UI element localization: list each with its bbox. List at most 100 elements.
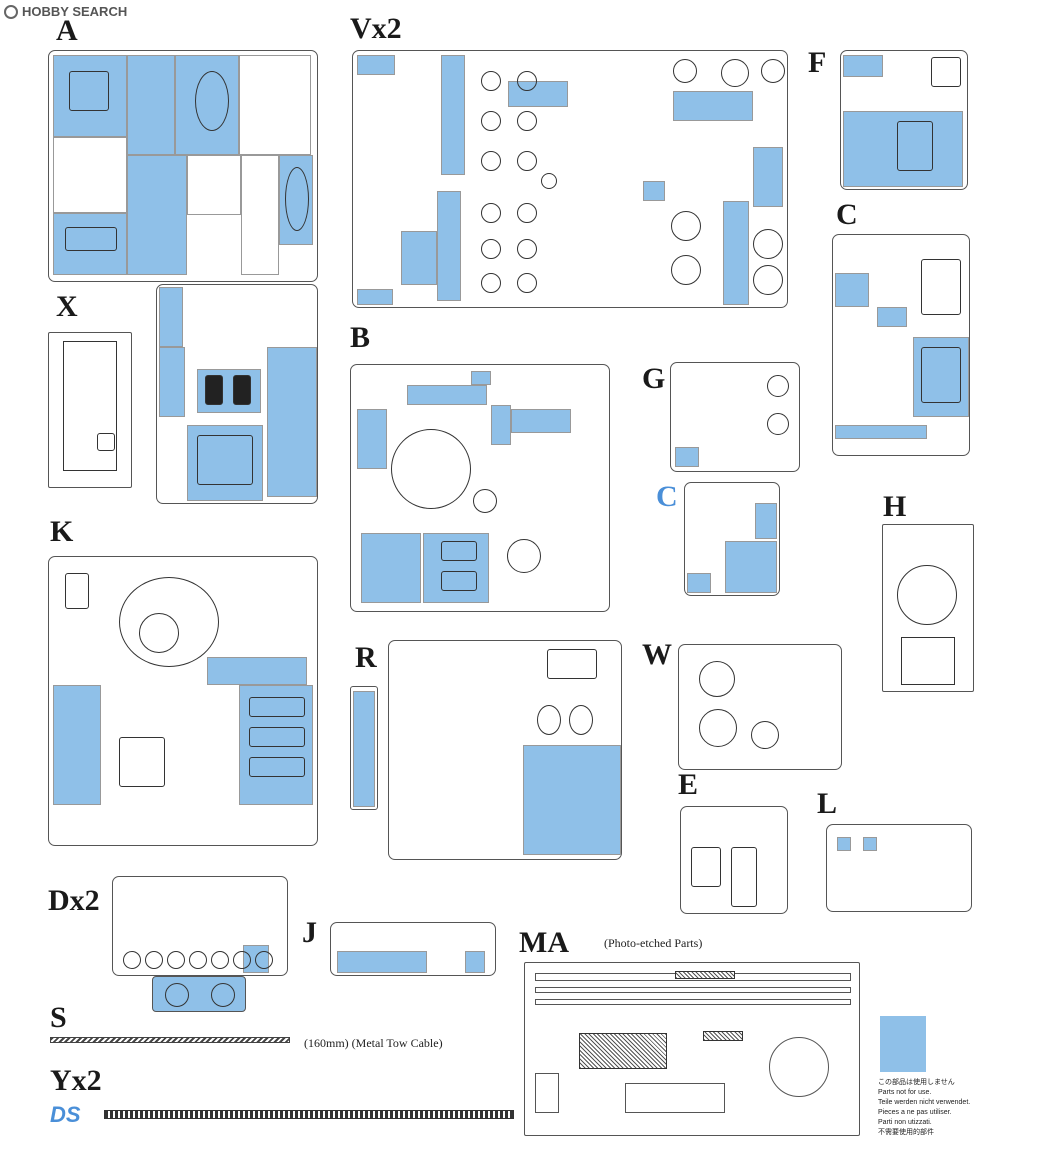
part-cell xyxy=(837,837,851,851)
pe-part xyxy=(769,1037,829,1097)
part-cell xyxy=(511,409,571,433)
part-cell xyxy=(241,155,279,275)
wheel xyxy=(255,951,273,969)
sprocket xyxy=(671,211,701,241)
ma-caption: (Photo-etched Parts) xyxy=(604,936,703,950)
part-cell xyxy=(913,337,969,417)
part-cell xyxy=(523,745,621,855)
part xyxy=(233,375,251,405)
part xyxy=(195,71,229,131)
sprue-d-lower xyxy=(152,976,246,1012)
wheel xyxy=(481,203,501,223)
turret xyxy=(119,577,219,667)
part xyxy=(699,661,735,697)
part xyxy=(441,571,477,591)
wheel xyxy=(481,151,501,171)
wheel xyxy=(233,951,251,969)
wheel xyxy=(517,71,537,91)
ds-track-link xyxy=(104,1110,514,1119)
part xyxy=(897,565,957,625)
sprue-j xyxy=(330,922,496,976)
part xyxy=(691,847,721,887)
part-cell xyxy=(53,685,101,805)
part-cell xyxy=(755,503,777,539)
part-cell xyxy=(877,307,907,327)
part xyxy=(119,737,165,787)
sprue-label-v: Vx2 xyxy=(350,12,402,45)
part xyxy=(897,121,933,171)
sprue-label-l: L xyxy=(817,787,838,820)
watermark: HOBBY SEARCH xyxy=(4,4,127,19)
part xyxy=(65,227,117,251)
part xyxy=(569,705,593,735)
part-cell xyxy=(357,55,395,75)
part xyxy=(205,375,223,405)
sprue-g xyxy=(670,362,800,472)
sprue-label-b: B xyxy=(350,321,371,354)
sprue-e xyxy=(680,806,788,914)
wheel xyxy=(123,951,141,969)
part xyxy=(537,705,561,735)
part-cell xyxy=(187,155,241,215)
sprue-x xyxy=(48,332,132,488)
unused-parts-swatch xyxy=(880,1016,926,1072)
part-cell xyxy=(357,289,393,305)
part xyxy=(69,71,109,111)
part xyxy=(901,637,955,685)
sprocket xyxy=(671,255,701,285)
tow-cable-caption: (160mm) (Metal Tow Cable) xyxy=(304,1036,443,1050)
part-cell xyxy=(353,691,375,807)
sprue-label-c: C xyxy=(836,198,858,231)
pe-grille xyxy=(703,1031,743,1041)
part xyxy=(97,433,115,451)
sprue-hub xyxy=(541,173,557,189)
sprue-label-j: J xyxy=(302,916,317,949)
sprue-l xyxy=(826,824,972,912)
sprue-b xyxy=(350,364,610,612)
photo-etched-fret xyxy=(524,962,860,1136)
sprue-label-f: F xyxy=(808,46,827,79)
sprue-label-c-small: C xyxy=(656,480,678,513)
wheel xyxy=(211,951,229,969)
part-cell xyxy=(723,201,749,305)
sprue-label-g: G xyxy=(642,362,666,395)
watermark-text: HOBBY SEARCH xyxy=(22,4,128,19)
pe-strip xyxy=(535,999,851,1005)
sprue-label-a: A xyxy=(56,14,78,47)
part-cell xyxy=(835,273,869,307)
sprocket xyxy=(753,229,783,259)
sprue-label-x: X xyxy=(56,290,78,323)
sprocket xyxy=(753,265,783,295)
part-cell xyxy=(401,231,437,285)
sprue-hub xyxy=(473,489,497,513)
part-cell xyxy=(863,837,877,851)
part-cell xyxy=(675,447,699,467)
part-cell xyxy=(53,137,127,213)
metal-tow-cable xyxy=(50,1037,290,1043)
part-cell xyxy=(127,155,187,275)
wheel xyxy=(481,239,501,259)
part xyxy=(699,709,737,747)
part xyxy=(767,413,789,435)
part xyxy=(921,347,961,403)
pe-part xyxy=(535,1073,559,1113)
pe-part xyxy=(625,1083,725,1113)
part-cell xyxy=(843,111,963,187)
part-cell xyxy=(127,55,175,155)
sprue-label-w: W xyxy=(642,638,672,671)
part-cell xyxy=(441,55,465,175)
part-cell xyxy=(407,385,487,405)
part xyxy=(547,649,597,679)
part-cell xyxy=(673,91,753,121)
part xyxy=(65,573,89,609)
sprue-w xyxy=(678,644,842,770)
part xyxy=(139,613,179,653)
sprocket xyxy=(761,59,785,83)
wheel xyxy=(481,111,501,131)
sprue-label-e: E xyxy=(678,768,699,801)
part xyxy=(63,341,117,471)
part-cell xyxy=(53,55,127,137)
wheel xyxy=(517,151,537,171)
part xyxy=(731,847,757,907)
wheel xyxy=(517,273,537,293)
